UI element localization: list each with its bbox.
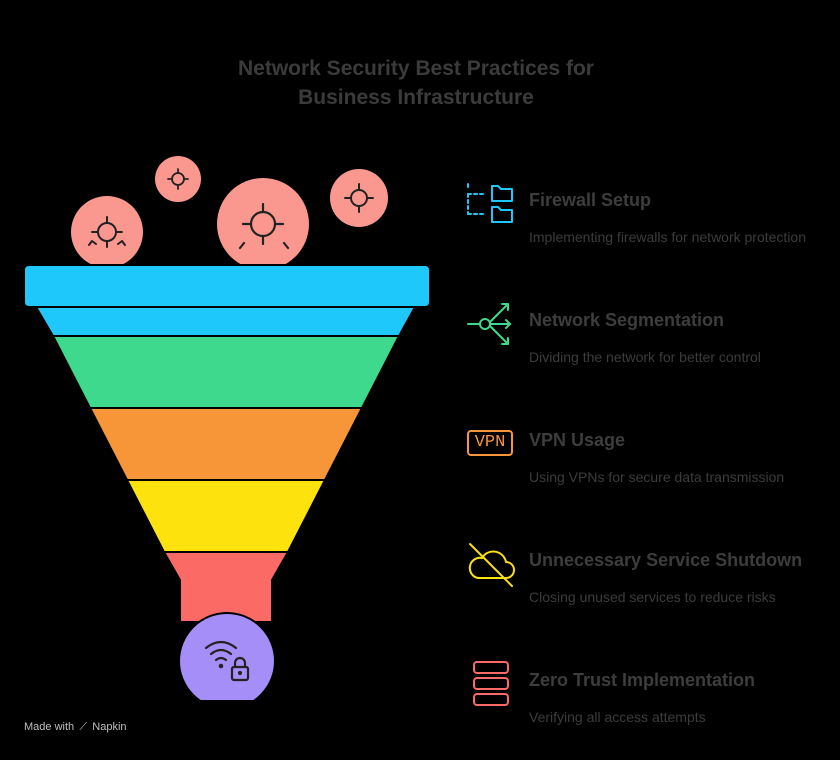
item-description: Using VPNs for secure data transmission [529,469,785,485]
wifi-lock-icon [204,640,250,682]
branch-split-icon [467,303,511,345]
item-network-segmentation: Network Segmentation Dividing the networ… [464,300,834,400]
folder-tree-icon [467,183,513,223]
bubble-right [330,169,388,227]
funnel-diagram [23,156,431,700]
item-description: Closing unused services to reduce risks [529,589,776,605]
vpn-icon: VPN [464,420,518,470]
funnel-layer-4 [125,479,327,553]
funnel-layer-5 [162,551,290,623]
base-circle [178,612,276,700]
vpn-icon-label: VPN [467,430,513,456]
funnel-layer-3 [88,407,364,481]
title-line-2: Business Infrastructure [298,86,534,109]
napkin-logo-icon: ⟋ [79,721,88,733]
diagram-title: Network Security Best Practices for Busi… [0,54,832,112]
bubble-tiny [155,156,201,202]
footer-credit: Made with ⟋ Napkin [24,721,127,734]
item-title: VPN Usage [529,430,626,450]
item-unnecessary-service-shutdown: Unnecessary Service Shutdown Closing unu… [464,540,834,640]
funnel-layer-2 [51,335,401,409]
footer-made-with: Made with [24,721,75,733]
cloud-off-icon [468,543,515,587]
item-title: Unnecessary Service Shutdown [529,550,803,570]
item-title: Firewall Setup [529,190,652,210]
item-firewall-setup: Firewall Setup Implementing firewalls fo… [464,180,834,280]
footer-brand: Napkin [92,721,127,733]
funnel-layer-1 [23,264,431,337]
title-line-1: Network Security Best Practices for [238,57,594,80]
item-title: Network Segmentation [529,310,725,330]
server-stack-icon [473,661,509,706]
item-zero-trust-implementation: Zero Trust Implementation Verifying all … [464,660,834,760]
bubble-small-left [71,196,143,268]
item-vpn-usage: VPN VPN Usage Using VPNs for secure data… [464,420,834,520]
item-description: Implementing firewalls for network prote… [529,229,807,245]
item-title: Zero Trust Implementation [529,670,756,690]
bubble-large [217,178,309,270]
item-description: Dividing the network for better control [529,349,761,365]
item-description: Verifying all access attempts [529,709,706,725]
